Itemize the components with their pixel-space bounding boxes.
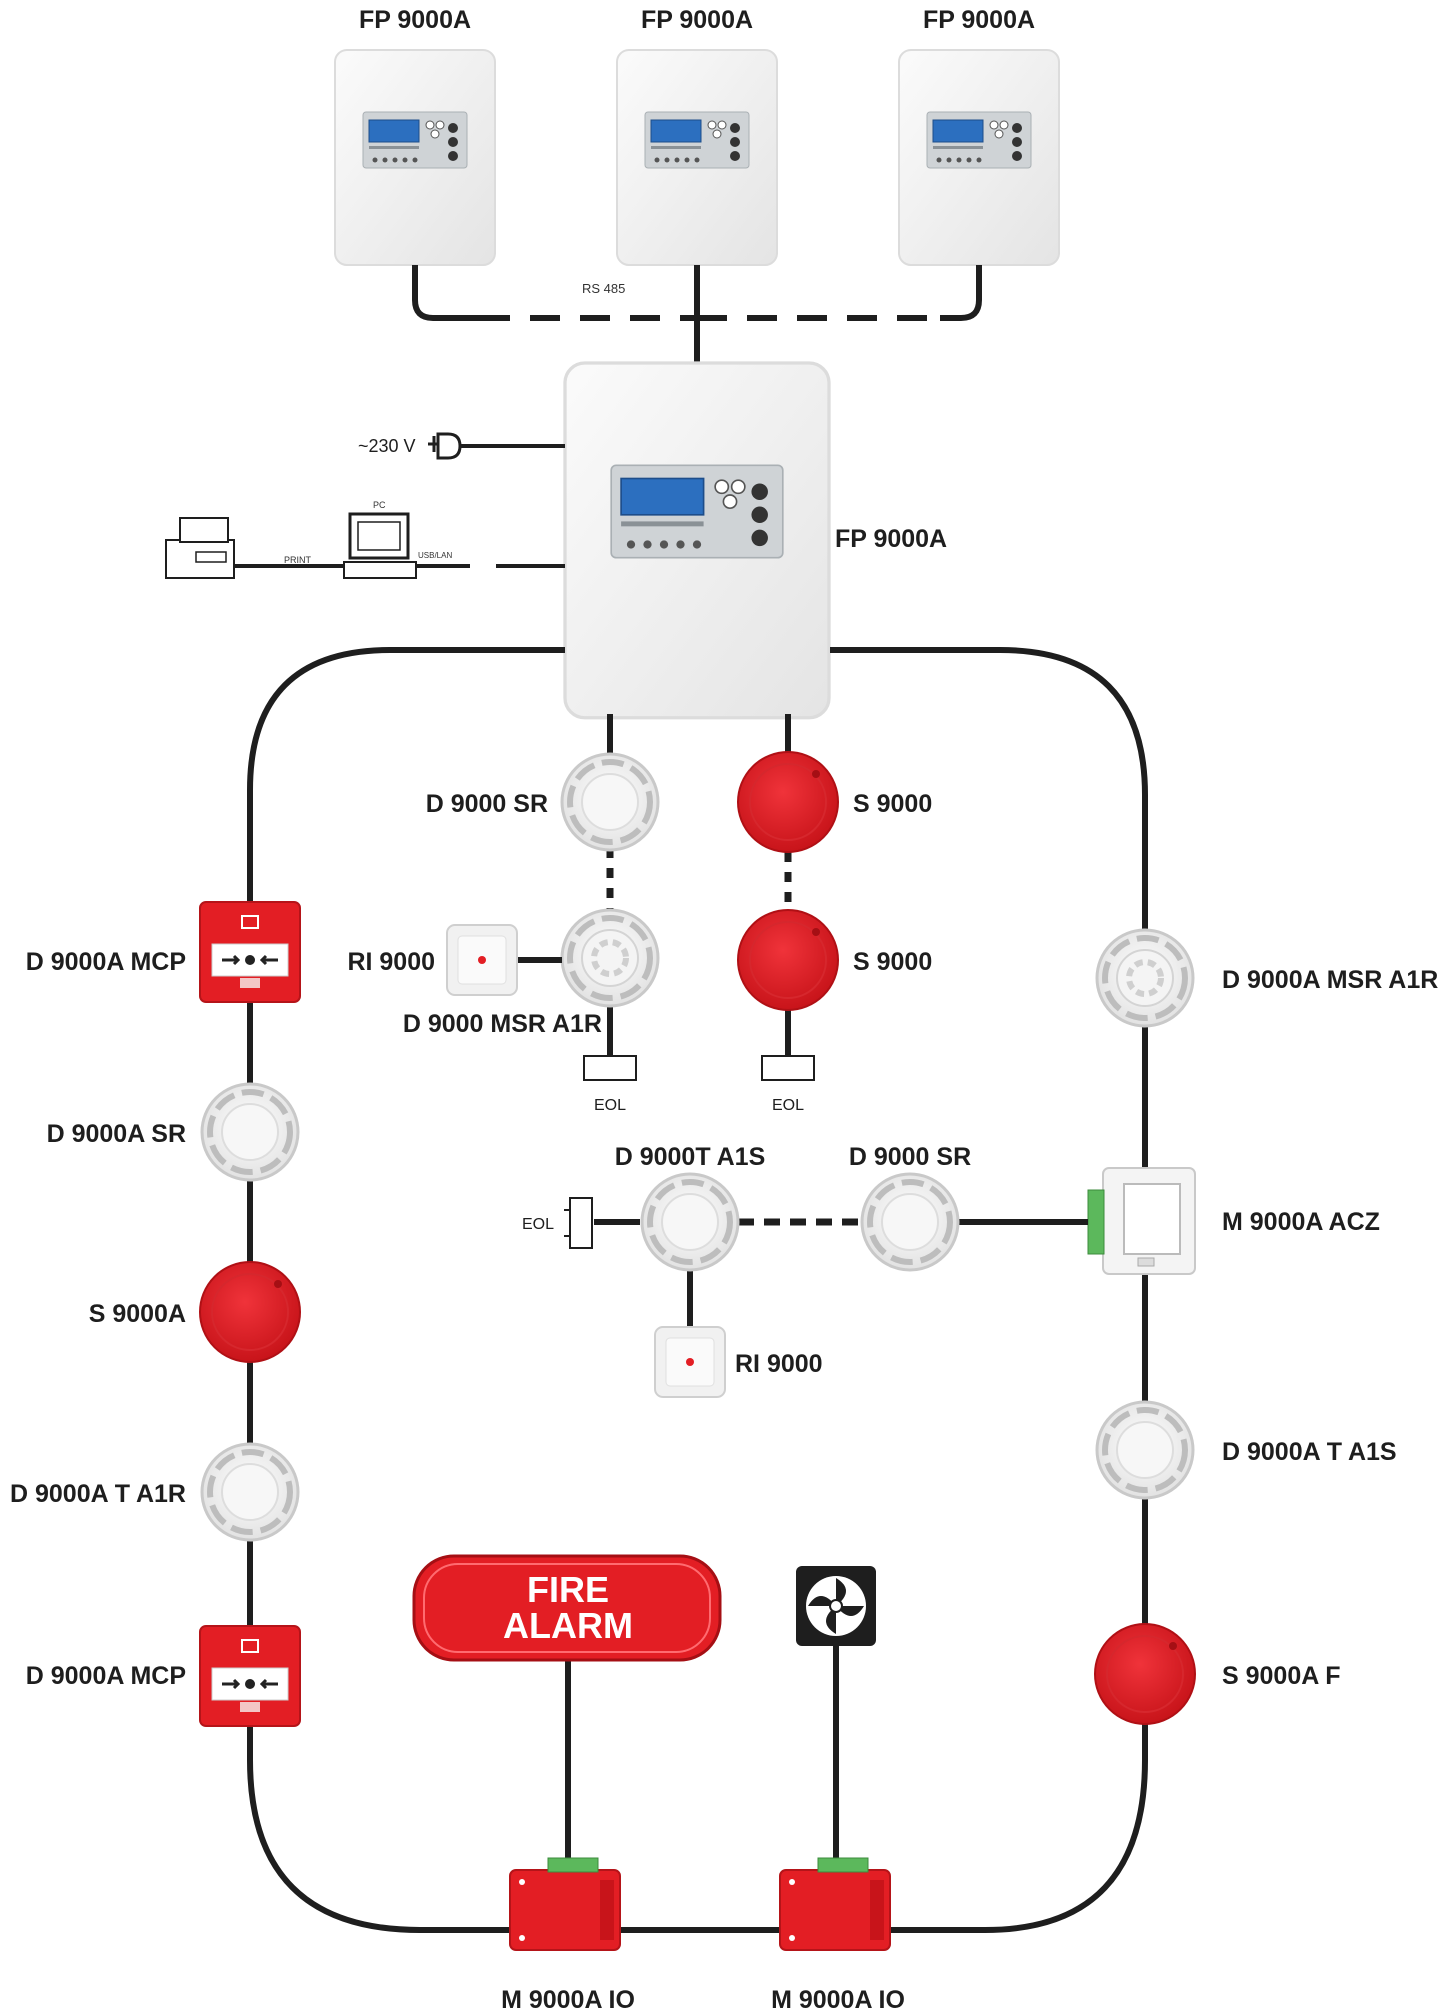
manual-call-point-bottom — [198, 1624, 302, 1728]
power-voltage-label: ~230 V — [358, 436, 416, 456]
rs485-wire-left — [412, 265, 480, 321]
label-s9000a: S 9000A — [89, 1300, 186, 1328]
manual-call-point-top — [198, 900, 302, 1004]
label-s9000-top: S 9000 — [853, 790, 932, 818]
io-module-left — [509, 1857, 621, 1951]
label-d9000sr-branch: D 9000 SR — [849, 1143, 971, 1171]
detector-d9000msr-a1r — [562, 910, 658, 1006]
loop-wire-left — [247, 647, 565, 1933]
eol-box-left — [583, 1055, 637, 1081]
label-d9000sr-top: D 9000 SR — [426, 790, 548, 818]
print-label: PRINT — [284, 555, 312, 565]
label-d9000a-msr-a1r: D 9000A MSR A1R — [1222, 966, 1438, 994]
sounder-s9000a — [199, 1261, 301, 1363]
label-m9000a-io-right: M 9000A IO — [771, 1986, 905, 2012]
label-d9000a-t-a1r: D 9000A T A1R — [10, 1480, 186, 1508]
sounder-s9000-top — [737, 751, 839, 853]
panel-label-top-left: FP 9000A — [359, 6, 471, 34]
detector-d9000a-msr-a1r — [1097, 930, 1193, 1026]
eol-box-right — [761, 1055, 815, 1081]
label-d9000a-sr: D 9000A SR — [47, 1120, 186, 1148]
usb-lan-label: USB/LAN — [418, 551, 452, 560]
main-panel-label: FP 9000A — [835, 525, 947, 553]
detector-d9000a-t-a1r — [202, 1444, 298, 1540]
rs485-wire-right — [940, 265, 982, 321]
ri-module-left — [446, 924, 518, 996]
eol-box-branch — [564, 1197, 593, 1249]
pc-icon — [343, 512, 417, 579]
label-eol-branch: EOL — [522, 1216, 554, 1233]
sounder-s9000a-f — [1094, 1623, 1196, 1725]
detector-d9000a-t-a1s — [1097, 1402, 1193, 1498]
label-ri9000-branch: RI 9000 — [735, 1350, 823, 1378]
label-s9000-mid: S 9000 — [853, 948, 932, 976]
panel-label-top-center: FP 9000A — [641, 6, 753, 34]
pc-label: PC — [373, 500, 386, 510]
label-d9000a-mcp-top: D 9000A MCP — [26, 948, 186, 976]
fire-alarm-line2: ALARM — [503, 1605, 633, 1646]
label-eol-right: EOL — [772, 1097, 804, 1114]
label-d9000a-mcp-bottom: D 9000A MCP — [26, 1662, 186, 1690]
label-eol-left: EOL — [594, 1097, 626, 1114]
power-plug-icon — [428, 432, 462, 460]
module-m9000a-acz — [1087, 1167, 1196, 1275]
fire-panel-top-right — [898, 49, 1060, 266]
main-fire-panel — [563, 361, 831, 720]
label-d9000msr-a1r: D 9000 MSR A1R — [403, 1010, 602, 1038]
sounder-s9000-mid — [737, 909, 839, 1011]
fire-panel-top-center — [616, 49, 778, 266]
detector-d9000sr-top — [562, 754, 658, 850]
fire-alarm-sign — [412, 1554, 722, 1662]
printer-icon — [165, 517, 235, 579]
label-d9000a-t-a1s: D 9000A T A1S — [1222, 1438, 1397, 1466]
panel-label-top-right: FP 9000A — [923, 6, 1035, 34]
label-s9000a-f: S 9000A F — [1222, 1662, 1341, 1690]
ri-module-branch — [654, 1326, 726, 1398]
detector-d9000a-sr — [202, 1084, 298, 1180]
label-d9000t-a1s: D 9000T A1S — [615, 1143, 766, 1171]
io-module-right — [779, 1857, 891, 1951]
detector-d9000sr-branch — [862, 1174, 958, 1270]
label-ri9000-left: RI 9000 — [347, 948, 435, 976]
loop-wire-right — [830, 647, 1148, 1933]
fire-panel-top-left — [334, 49, 496, 266]
detector-d9000t-a1s — [642, 1174, 738, 1270]
fire-alarm-line1: FIRE — [527, 1569, 609, 1610]
fan-icon — [796, 1566, 876, 1646]
label-m9000a-acz: M 9000A ACZ — [1222, 1208, 1380, 1236]
label-m9000a-io-left: M 9000A IO — [501, 1986, 635, 2012]
rs485-label: RS 485 — [582, 281, 625, 296]
